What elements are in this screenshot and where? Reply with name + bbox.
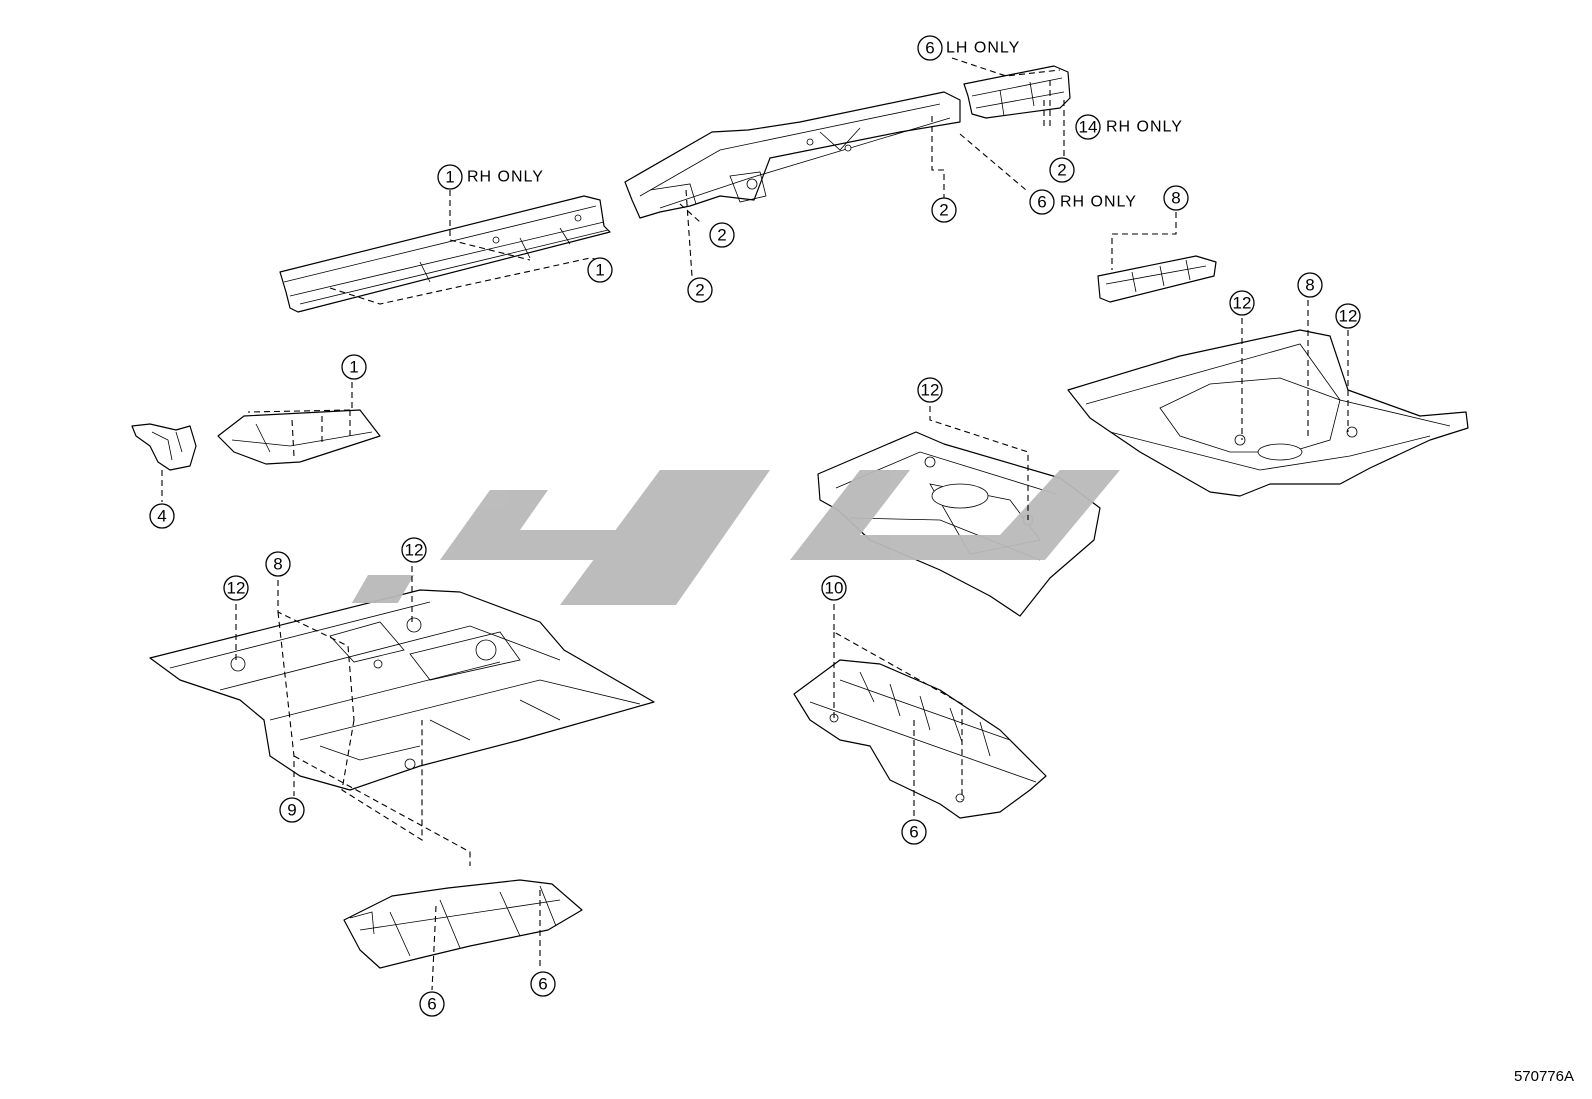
callout-number: 6 <box>538 975 547 994</box>
callout: 1 <box>341 354 367 380</box>
callout-number: 12 <box>1233 294 1252 313</box>
callout: 14 RH ONLY <box>1075 114 1183 140</box>
callout-note: RH ONLY <box>467 169 544 186</box>
callout: 8 <box>1297 272 1323 298</box>
callout: 9 <box>279 797 305 823</box>
callout: 2 <box>931 197 957 223</box>
callout: 1 RH ONLY <box>437 164 544 190</box>
callout: 6 <box>419 991 445 1017</box>
callout-number: 14 <box>1079 118 1098 137</box>
callout: 6 <box>901 819 927 845</box>
callout-number: 6 <box>909 823 918 842</box>
callout: 6 <box>530 971 556 997</box>
callout-number: 2 <box>695 281 704 300</box>
callout: 1 <box>587 257 613 283</box>
callout-number: 8 <box>1171 189 1180 208</box>
callout: 12 <box>1335 303 1361 329</box>
side-member-part <box>279 195 611 313</box>
callout-number: 12 <box>405 541 424 560</box>
rear-floor-pan-part <box>1067 329 1469 497</box>
callout-number: 2 <box>717 226 726 245</box>
callout-note: RH ONLY <box>1106 119 1183 136</box>
front-floor-pan-part <box>149 589 655 791</box>
callout-number: 9 <box>287 801 296 820</box>
callout-number: 12 <box>227 579 246 598</box>
callout-number: 10 <box>825 579 844 598</box>
callout-number: 1 <box>349 358 358 377</box>
callout: 8 <box>265 551 291 577</box>
callout: 8 <box>1163 185 1189 211</box>
callout-note: LH ONLY <box>946 40 1020 57</box>
small-panel-part <box>217 409 381 465</box>
cross-member-part <box>793 659 1047 819</box>
callout: 12 <box>917 377 943 403</box>
rear-extension-part <box>963 65 1071 119</box>
callout: 6 LH ONLY <box>917 35 1020 61</box>
callout-number: 2 <box>1057 161 1066 180</box>
callout: 12 <box>223 575 249 601</box>
callout-number: 12 <box>1339 307 1358 326</box>
figure-code: 570776A <box>1513 1068 1574 1085</box>
callout: 2 <box>709 222 735 248</box>
long-rail-part <box>624 91 961 219</box>
callout-number: 8 <box>1305 276 1314 295</box>
callout: 2 <box>687 277 713 303</box>
callout-number: 8 <box>273 555 282 574</box>
callout-number: 6 <box>1037 193 1046 212</box>
small-bracket-part <box>131 423 197 471</box>
watermark-logo <box>351 470 1120 605</box>
tunnel-insulator-part <box>343 879 583 969</box>
callout-number: 4 <box>157 507 166 526</box>
callout-number: 2 <box>939 201 948 220</box>
callout-number: 1 <box>445 168 454 187</box>
callout: 2 <box>1049 157 1075 183</box>
callout: 6 RH ONLY <box>1029 189 1137 215</box>
callout-number: 12 <box>921 381 940 400</box>
callout-number: 1 <box>595 261 604 280</box>
callout-note: RH ONLY <box>1060 194 1137 211</box>
callout: 10 <box>821 575 847 601</box>
callout-number: 6 <box>427 995 436 1014</box>
callout: 12 <box>1229 290 1255 316</box>
callout: 4 <box>149 503 175 529</box>
callout: 12 <box>401 537 427 563</box>
bracket-plate-part <box>1097 255 1217 303</box>
callout-number: 6 <box>925 39 934 58</box>
